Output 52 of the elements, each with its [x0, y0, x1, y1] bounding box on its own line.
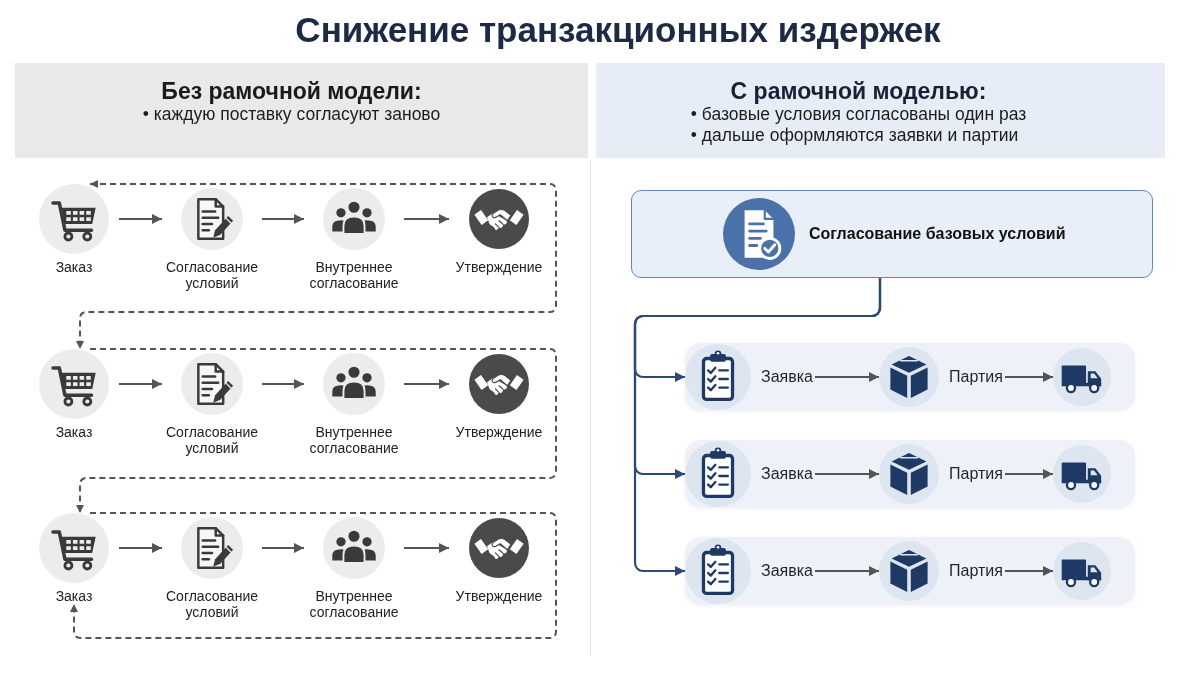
step-label: Заказ [55, 588, 93, 604]
step-label: Заявка [761, 368, 813, 386]
arrow [119, 214, 162, 224]
step-label: Заказ [55, 424, 93, 440]
process-box [631, 190, 1153, 278]
step-label: Партия [949, 562, 1003, 580]
dashed-arrow [76, 348, 557, 514]
step-label: Утверждение [455, 588, 543, 604]
row-panel [685, 343, 1135, 411]
arrow [815, 469, 879, 479]
step-label: Внутреннее согласование [308, 424, 400, 456]
arrow [1005, 469, 1053, 479]
arrow [815, 566, 879, 576]
bullet-item: • дальше оформляются заявки и партии [690, 125, 1020, 146]
row-panel [685, 440, 1135, 508]
arrow [262, 214, 304, 224]
panel-heading: Без рамочной модели: [161, 78, 422, 104]
step-label: Согласование условий [165, 588, 259, 620]
arrow [404, 379, 449, 389]
arrow [815, 372, 879, 382]
arrow [262, 379, 304, 389]
step-label: Согласование условий [165, 424, 259, 456]
step-label: Заявка [761, 465, 813, 483]
diagram-title: Снижение транзакционных издержек [295, 9, 941, 51]
step-label: Внутреннее согласование [308, 259, 400, 291]
arrow [119, 543, 162, 553]
arrow [1005, 372, 1053, 382]
arrow [119, 379, 162, 389]
step-label: Утверждение [455, 424, 543, 440]
dashed-arrow [76, 180, 557, 350]
step-label: Внутреннее согласование [308, 588, 400, 620]
row-panel [685, 537, 1135, 605]
box-label: Согласование базовых условий [809, 225, 1066, 243]
truck-icon [1053, 445, 1111, 503]
truck-icon [1053, 542, 1111, 600]
header-panel [596, 63, 1165, 158]
bullet-item: • базовые условия согласованы один раз [690, 104, 1027, 125]
step-label: Заявка [761, 562, 813, 580]
truck-icon [1053, 348, 1111, 406]
panel-heading: С рамочной моделью: [730, 78, 987, 104]
arrow [1005, 566, 1053, 576]
arrow [633, 278, 882, 576]
bullet-item: • каждую поставку согласуют заново [142, 104, 441, 125]
step-label: Заказ [55, 259, 93, 275]
arrow [262, 543, 304, 553]
dashed-arrow [70, 512, 557, 639]
arrow [404, 543, 449, 553]
arrow [404, 214, 449, 224]
step-label: Согласование условий [165, 259, 259, 291]
step-label: Партия [949, 368, 1003, 386]
step-label: Партия [949, 465, 1003, 483]
step-label: Утверждение [455, 259, 543, 275]
